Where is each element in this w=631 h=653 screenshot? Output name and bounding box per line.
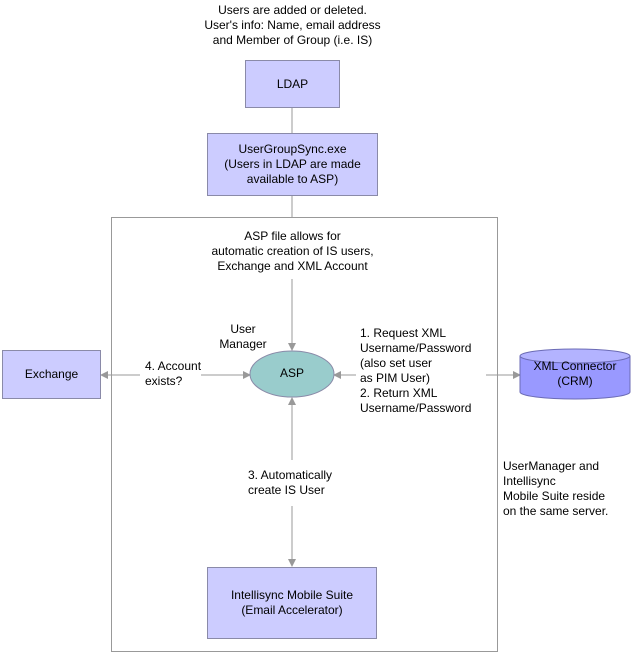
user-manager-line: Manager bbox=[219, 337, 267, 351]
ldap-box[interactable]: LDAP bbox=[245, 60, 340, 108]
auto-create-line: create IS User bbox=[248, 483, 325, 497]
xml-request-line: as PIM User) bbox=[360, 371, 431, 385]
intellisync-label: Intellisync Mobile Suite bbox=[230, 588, 354, 602]
top-note-line: and Member of Group (i.e. IS) bbox=[212, 33, 373, 47]
user-manager-label: User Manager bbox=[213, 322, 273, 352]
account-exists-line: exists? bbox=[145, 374, 183, 388]
usergroupsync-box[interactable]: UserGroupSync.exe (Users in LDAP are mad… bbox=[207, 133, 378, 196]
server-note-line: on the same server. bbox=[503, 504, 609, 518]
xml-request-line: 2. Return XML bbox=[360, 386, 438, 400]
xml-connector-cylinder bbox=[519, 348, 631, 400]
usergroupsync-desc-line: (Users in LDAP are made bbox=[224, 157, 361, 171]
asp-note-line: Exchange and XML Account bbox=[217, 259, 368, 273]
top-note-line: Users are added or deleted. bbox=[218, 3, 367, 17]
intellisync-box[interactable]: Intellisync Mobile Suite (Email Accelera… bbox=[207, 567, 377, 639]
top-note: Users are added or deleted. User's info:… bbox=[180, 3, 405, 48]
top-note-line: User's info: Name, email address bbox=[204, 18, 381, 32]
server-note: UserManager and Intellisync Mobile Suite… bbox=[503, 459, 608, 519]
exchange-label: Exchange bbox=[24, 367, 79, 381]
asp-note-line: ASP file allows for bbox=[244, 229, 341, 243]
xml-request-line: Username/Password bbox=[360, 401, 472, 415]
server-note-line: Intellisync bbox=[503, 474, 556, 488]
ldap-label: LDAP bbox=[276, 76, 309, 91]
server-note-line: UserManager and bbox=[503, 459, 600, 473]
intellisync-subtitle: (Email Accelerator) bbox=[241, 603, 343, 617]
account-exists-line: 4. Account bbox=[145, 359, 202, 373]
xml-connector-title: XML Connector bbox=[533, 359, 617, 373]
account-exists-label: 4. Account exists? bbox=[145, 359, 202, 389]
usergroupsync-label: UserGroupSync.exe bbox=[238, 142, 347, 156]
xml-connector-label[interactable]: XML Connector (CRM) bbox=[520, 359, 630, 389]
asp-note: ASP file allows for automatic creation o… bbox=[180, 229, 405, 274]
server-boundary bbox=[111, 217, 498, 652]
xml-request-line: (also set user bbox=[360, 356, 433, 370]
user-manager-line: User bbox=[230, 322, 256, 336]
asp-note-line: automatic creation of IS users, bbox=[211, 244, 374, 258]
xml-request-label: 1. Request XML Username/Password (also s… bbox=[360, 326, 471, 416]
exchange-box[interactable]: Exchange bbox=[2, 350, 101, 399]
server-note-line: Mobile Suite reside bbox=[503, 489, 606, 503]
xml-request-line: 1. Request XML bbox=[360, 326, 447, 340]
xml-request-line: Username/Password bbox=[360, 341, 472, 355]
asp-label[interactable]: ASP bbox=[279, 366, 304, 380]
xml-connector-subtitle: (CRM) bbox=[557, 374, 593, 388]
auto-create-label: 3. Automatically create IS User bbox=[248, 468, 333, 498]
usergroupsync-desc-line: available to ASP) bbox=[246, 172, 339, 186]
auto-create-line: 3. Automatically bbox=[248, 468, 333, 482]
asp-ellipse bbox=[249, 350, 335, 398]
